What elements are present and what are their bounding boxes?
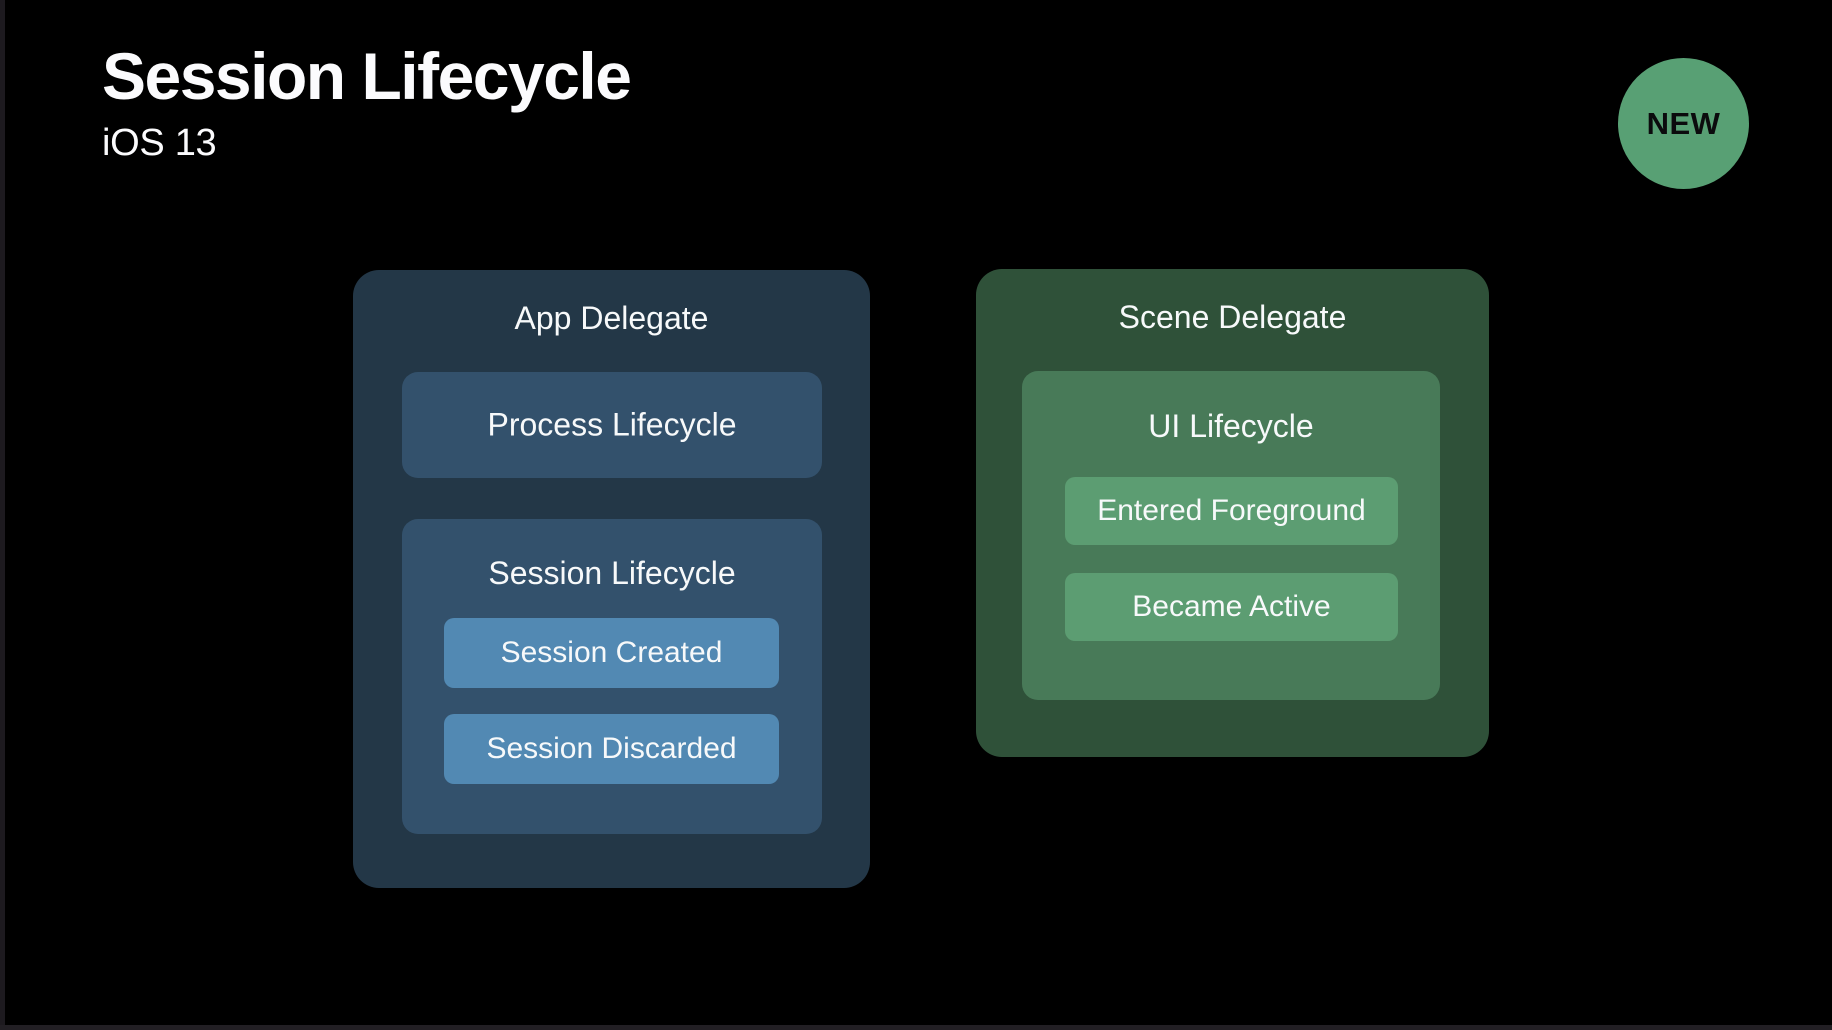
slide-header: Session Lifecycle iOS 13 <box>102 39 632 165</box>
session-created-label: Session Created <box>500 636 723 669</box>
scene-delegate-card: Scene Delegate UI Lifecycle Entered Fore… <box>976 269 1489 757</box>
app-delegate-title: App Delegate <box>514 300 709 336</box>
process-lifecycle-label: Process Lifecycle <box>487 406 737 443</box>
new-badge: NEW <box>1618 58 1749 189</box>
app-delegate-card: App Delegate Process Lifecycle Session L… <box>353 270 870 888</box>
entered-foreground-box: Entered Foreground <box>1065 477 1398 545</box>
session-lifecycle-group: Session Lifecycle Session Created Sessio… <box>402 519 822 834</box>
bottom-frame-edge <box>0 1025 1832 1030</box>
session-lifecycle-label: Session Lifecycle <box>488 555 736 591</box>
session-discarded-box: Session Discarded <box>444 714 779 784</box>
ui-lifecycle-label: UI Lifecycle <box>1148 408 1314 444</box>
new-badge-label: NEW <box>1646 105 1721 141</box>
process-lifecycle-box: Process Lifecycle <box>402 372 822 478</box>
scene-delegate-title: Scene Delegate <box>1118 299 1347 335</box>
session-discarded-label: Session Discarded <box>486 732 737 765</box>
slide-subtitle: iOS 13 <box>102 121 217 164</box>
became-active-box: Became Active <box>1065 573 1398 641</box>
ui-lifecycle-group: UI Lifecycle Entered Foreground Became A… <box>1022 371 1440 700</box>
slide-title: Session Lifecycle <box>102 39 632 113</box>
session-created-box: Session Created <box>444 618 779 688</box>
became-active-label: Became Active <box>1132 590 1331 623</box>
entered-foreground-label: Entered Foreground <box>1097 494 1366 527</box>
left-frame-edge <box>0 0 5 1030</box>
